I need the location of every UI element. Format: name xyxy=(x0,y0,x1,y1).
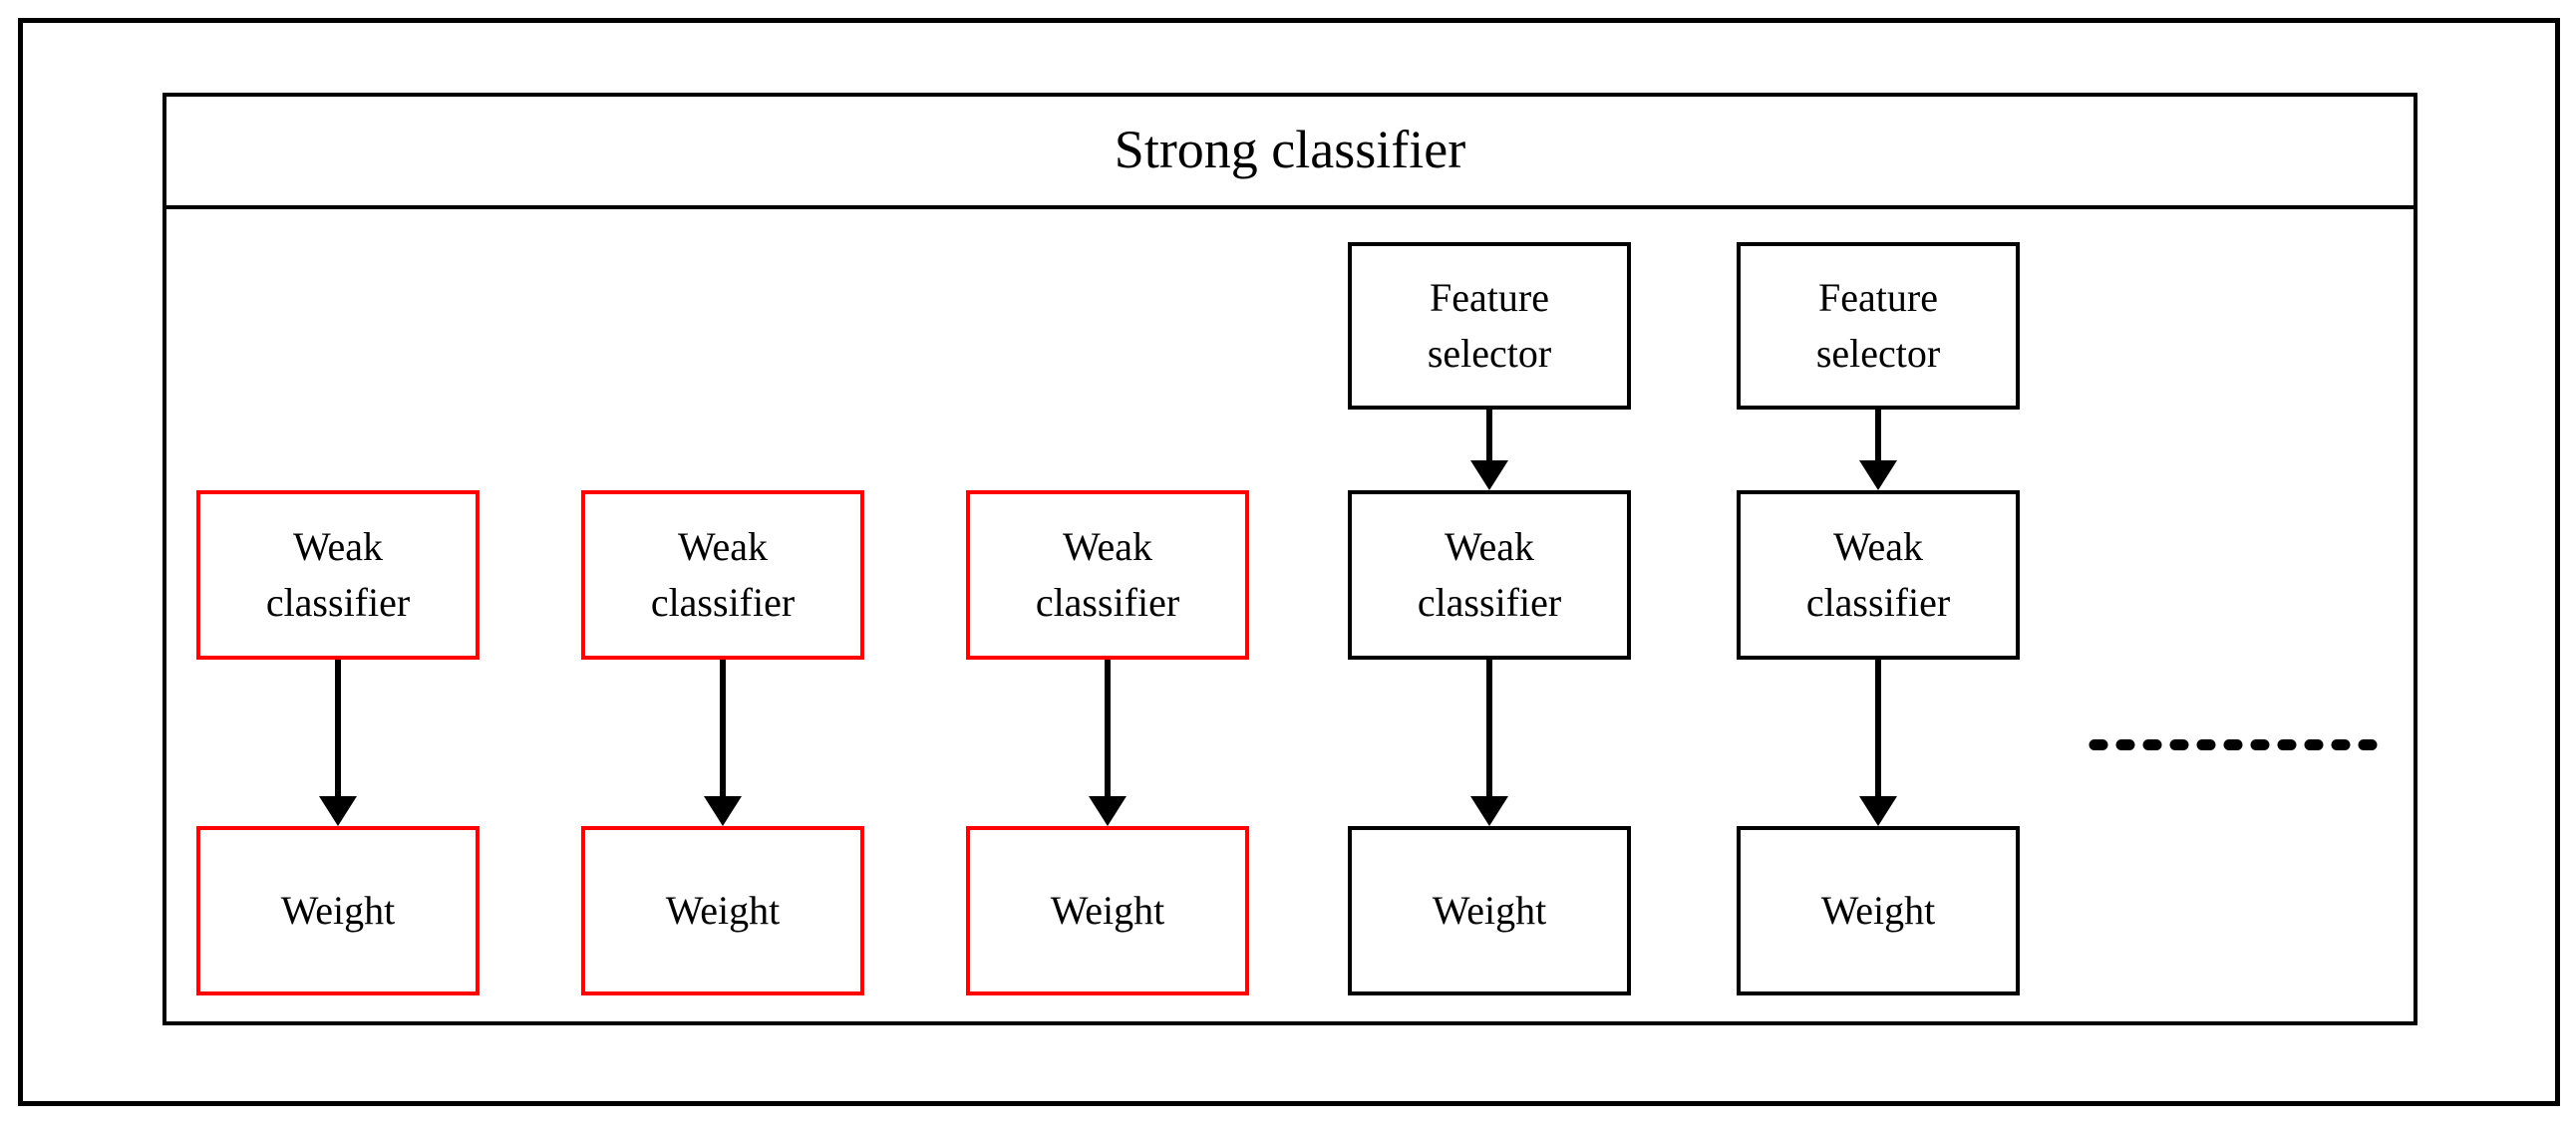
weight-box: Weight xyxy=(1348,826,1631,995)
arrow-down-icon xyxy=(196,660,480,826)
strong-classifier-title-band: Strong classifier xyxy=(162,93,2417,209)
strong-classifier-title: Strong classifier xyxy=(1114,119,1466,179)
feature-selector-box: Feature selector xyxy=(1737,242,2020,410)
feature-selector-box: Feature selector xyxy=(1348,242,1631,410)
arrow-head-icon xyxy=(1470,796,1508,826)
arrow-head-icon xyxy=(1470,460,1508,490)
arrow-head-icon xyxy=(1859,796,1897,826)
arrow-shaft xyxy=(1486,410,1492,460)
strong-classifier-frame xyxy=(162,93,2417,1025)
arrow-down-icon xyxy=(1737,410,2020,490)
outer-border xyxy=(18,18,2560,1106)
arrow-shaft xyxy=(1105,660,1111,796)
arrow-head-icon xyxy=(1089,796,1127,826)
weak-classifier-box: Weak classifier xyxy=(1348,490,1631,660)
weight-box: Weight xyxy=(196,826,480,995)
arrow-shaft xyxy=(1486,660,1492,796)
weight-box: Weight xyxy=(966,826,1249,995)
weak-classifier-box: Weak classifier xyxy=(196,490,480,660)
arrow-shaft xyxy=(335,660,341,796)
arrow-down-icon xyxy=(1348,660,1631,826)
arrow-head-icon xyxy=(1859,460,1897,490)
weak-classifier-box: Weak classifier xyxy=(581,490,864,660)
arrow-down-icon xyxy=(1737,660,2020,826)
arrow-head-icon xyxy=(704,796,742,826)
arrow-down-icon xyxy=(1348,410,1631,490)
arrow-shaft xyxy=(720,660,726,796)
weight-box: Weight xyxy=(581,826,864,995)
weak-classifier-box: Weak classifier xyxy=(966,490,1249,660)
arrow-down-icon xyxy=(966,660,1249,826)
arrow-shaft xyxy=(1875,410,1881,460)
continuation-dashes-icon xyxy=(2089,739,2378,750)
weight-box: Weight xyxy=(1737,826,2020,995)
weak-classifier-box: Weak classifier xyxy=(1737,490,2020,660)
arrow-head-icon xyxy=(319,796,357,826)
arrow-shaft xyxy=(1875,660,1881,796)
arrow-down-icon xyxy=(581,660,864,826)
